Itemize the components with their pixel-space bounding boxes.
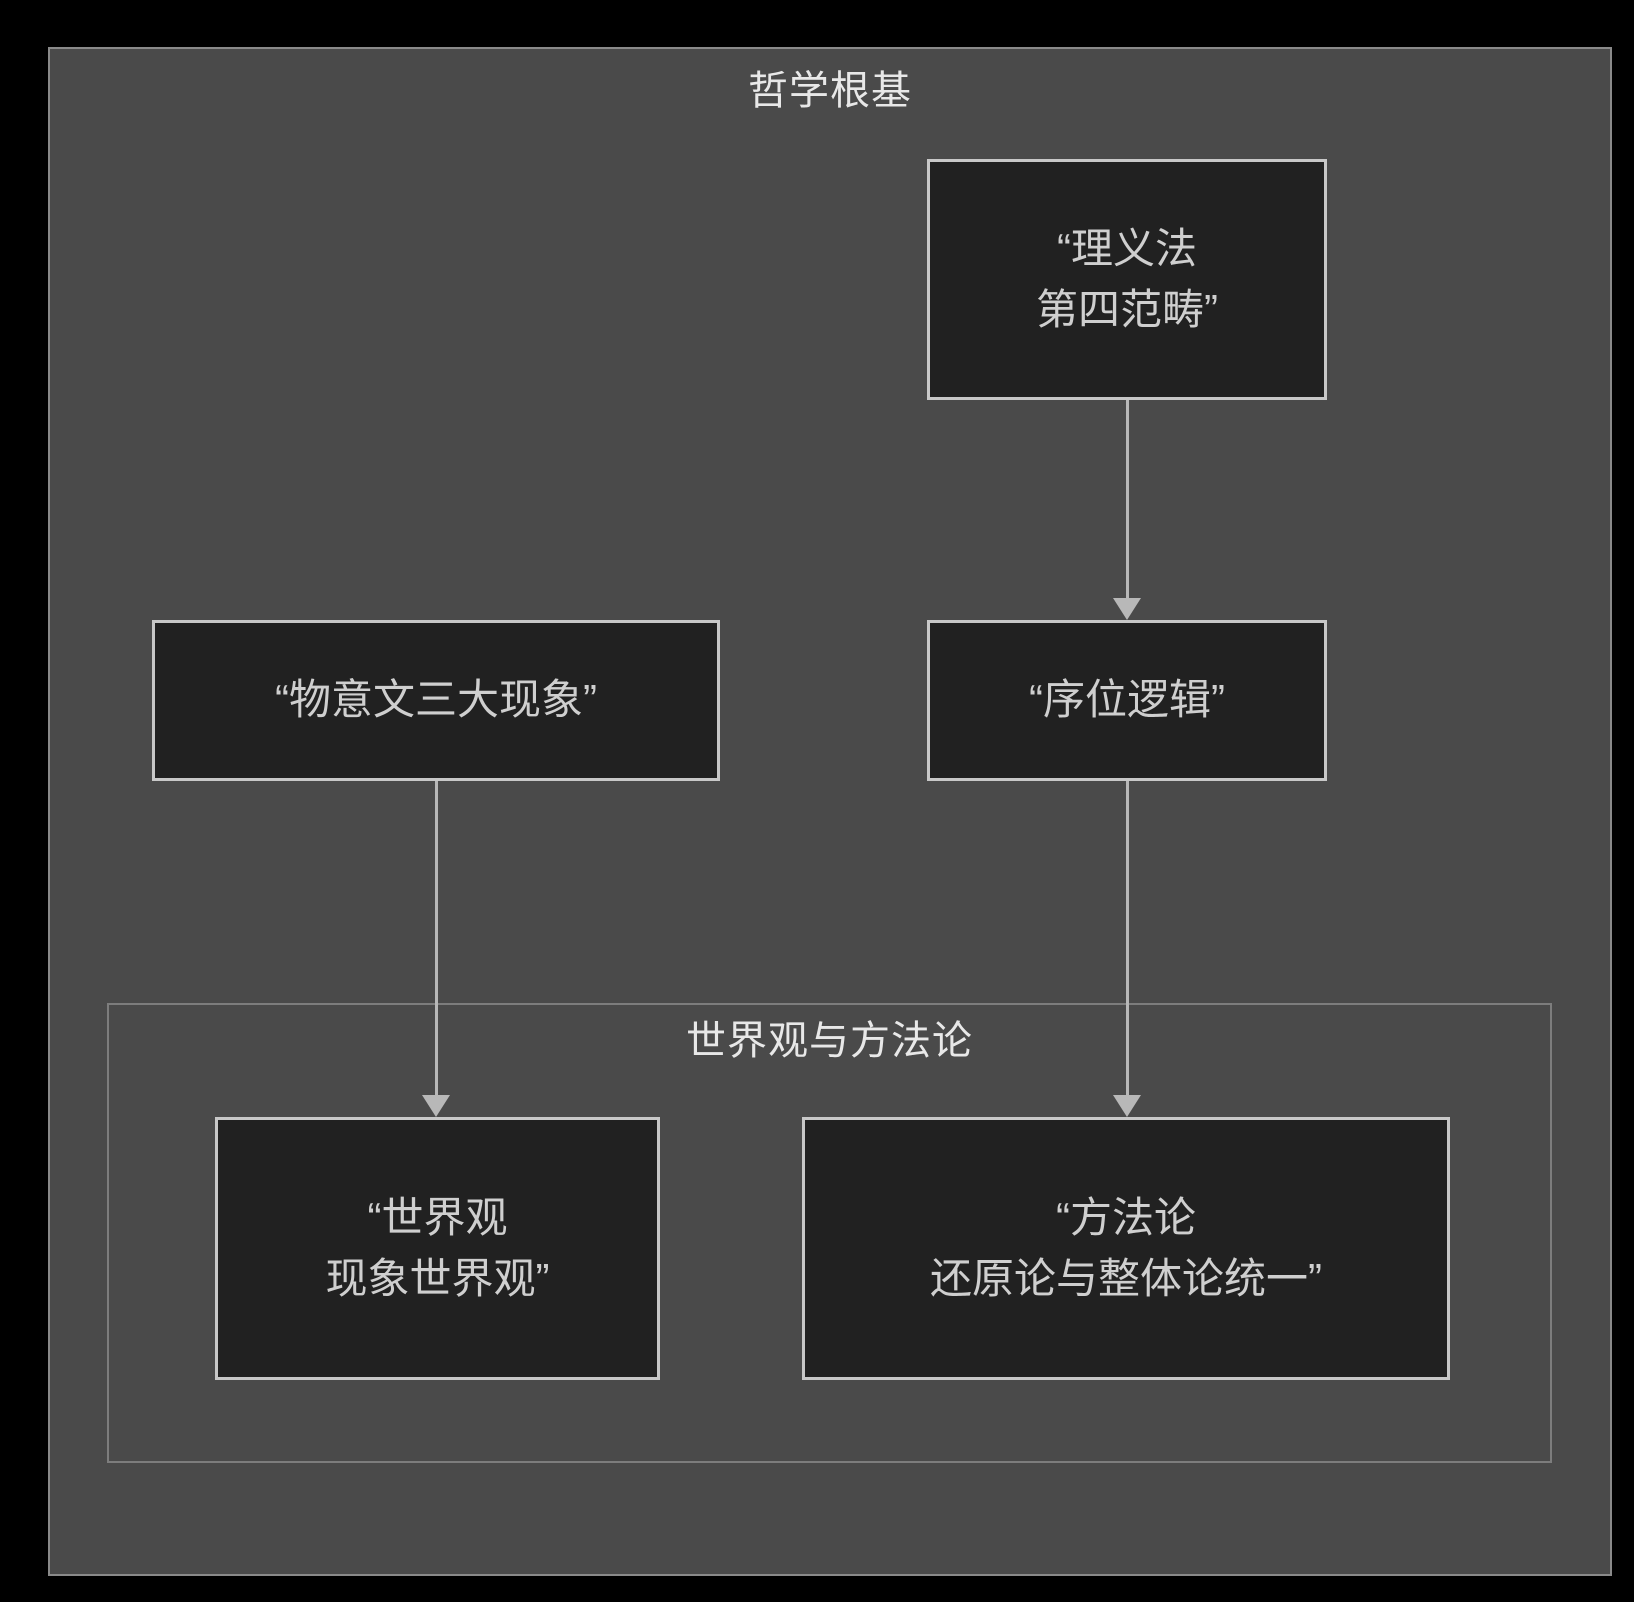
node-fourth-category[interactable]: “理义法 第四范畴” bbox=[927, 159, 1327, 400]
edge-line bbox=[1125, 781, 1129, 1095]
edge-line bbox=[1125, 400, 1129, 598]
arrow-down-icon bbox=[422, 1095, 450, 1117]
node-worldview-line-2: 现象世界观” bbox=[325, 1254, 550, 1302]
node-ordinal-logic-line-1: “序位逻辑” bbox=[1029, 676, 1225, 724]
node-ordinal-logic[interactable]: “序位逻辑” bbox=[927, 620, 1327, 781]
node-worldview[interactable]: “世界观 现象世界观” bbox=[215, 1117, 660, 1380]
node-methodology-line-2: 还原论与整体论统一” bbox=[930, 1254, 1322, 1302]
subgraph-worldview-methodology: 世界观与方法论 bbox=[107, 1003, 1552, 1463]
node-fourth-category-line-2: 第四范畴” bbox=[1036, 285, 1218, 333]
node-fourth-category-line-1: “理义法 bbox=[1057, 224, 1197, 272]
node-methodology-line-1: “方法论 bbox=[1056, 1193, 1196, 1241]
edge-fourth-category-to-ordinal-logic bbox=[1113, 400, 1141, 620]
edge-ordinal-logic-to-methodology bbox=[1113, 781, 1141, 1117]
arrow-down-icon bbox=[1113, 598, 1141, 620]
edge-three-phenomena-to-worldview bbox=[422, 781, 450, 1117]
node-methodology[interactable]: “方法论 还原论与整体论统一” bbox=[802, 1117, 1450, 1380]
edge-line bbox=[434, 781, 438, 1095]
node-three-phenomena[interactable]: “物意文三大现象” bbox=[152, 620, 720, 781]
subgraph-philosophical-foundation-title: 哲学根基 bbox=[748, 69, 912, 113]
arrow-down-icon bbox=[1113, 1095, 1141, 1117]
node-three-phenomena-line-1: “物意文三大现象” bbox=[275, 676, 597, 724]
subgraph-worldview-methodology-title: 世界观与方法论 bbox=[686, 1019, 973, 1063]
node-worldview-line-1: “世界观 bbox=[367, 1193, 508, 1241]
